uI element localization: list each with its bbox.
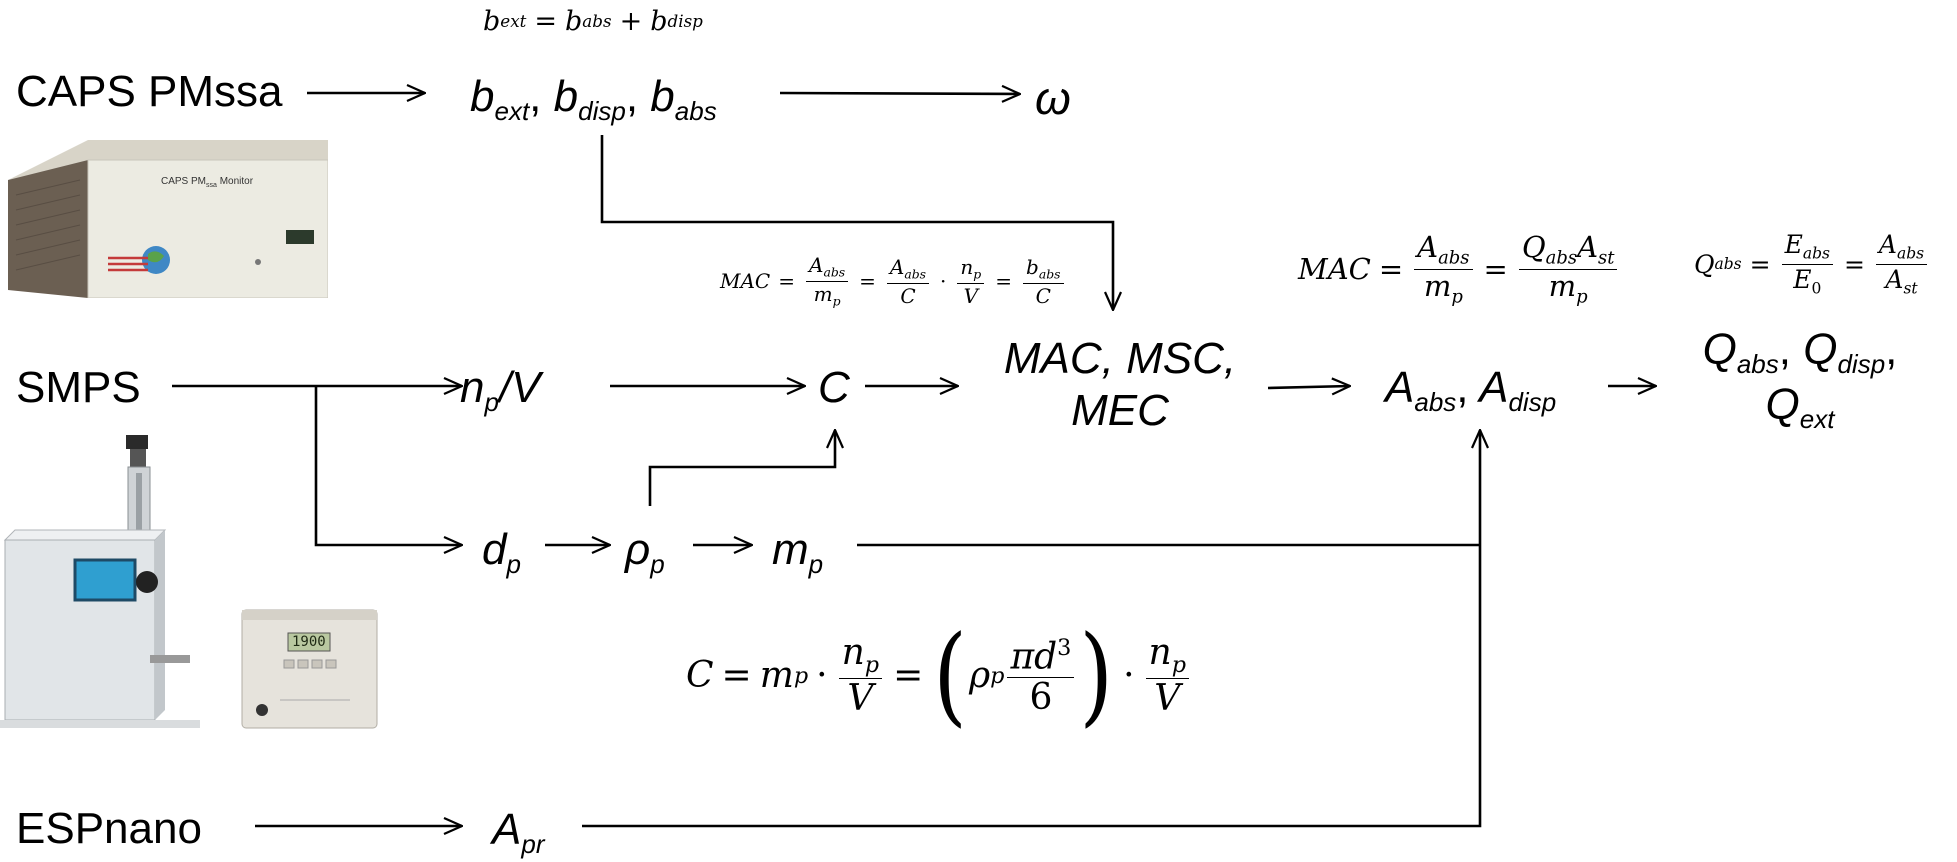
arrow-apr-to-aabs — [582, 430, 1480, 828]
mac-line2: MEC — [1071, 385, 1169, 435]
smps-instrument-image: 1900 — [0, 435, 385, 735]
arrow-rho-to-C — [648, 430, 835, 506]
C-variable: C — [818, 363, 850, 412]
arrow-smps-to-dp — [314, 386, 462, 545]
arrow-bdisp-to-mac — [600, 135, 1113, 310]
A-pr: Apr — [492, 805, 545, 860]
caps-panel-sub: ssa — [206, 182, 217, 189]
mac-msc-mec: MAC, MSC, MEC — [975, 333, 1265, 437]
omega: ω — [1035, 72, 1071, 124]
smps-label: SMPS — [16, 363, 141, 412]
caps-instrument-image: CAPS PMssa Monitor — [8, 140, 329, 299]
espnano-label: ESPnano — [16, 804, 202, 853]
arrow-mac-to-aabs — [1267, 386, 1350, 388]
caps-panel-tail: Monitor — [216, 176, 254, 187]
d-p: dp — [482, 525, 521, 580]
np-over-V: np/V — [460, 363, 541, 418]
rho-p: ρp — [625, 525, 665, 580]
caps-panel-text: CAPS PM — [161, 176, 207, 187]
Q-abs-disp-ext: Qabs, Qdisp, Qext — [1702, 325, 1898, 435]
caps-label: CAPS PMssa — [16, 67, 283, 116]
smps-display-value: 1900 — [292, 634, 326, 650]
A-abs-disp: Aabs, Adisp — [1385, 363, 1557, 418]
mac-line1: MAC, MSC, — [1003, 334, 1237, 383]
arrow-b-to-omega — [779, 93, 1020, 94]
b-ext-disp-abs: bext, bdisp, babs — [470, 72, 717, 127]
m-p: mp — [772, 525, 824, 580]
